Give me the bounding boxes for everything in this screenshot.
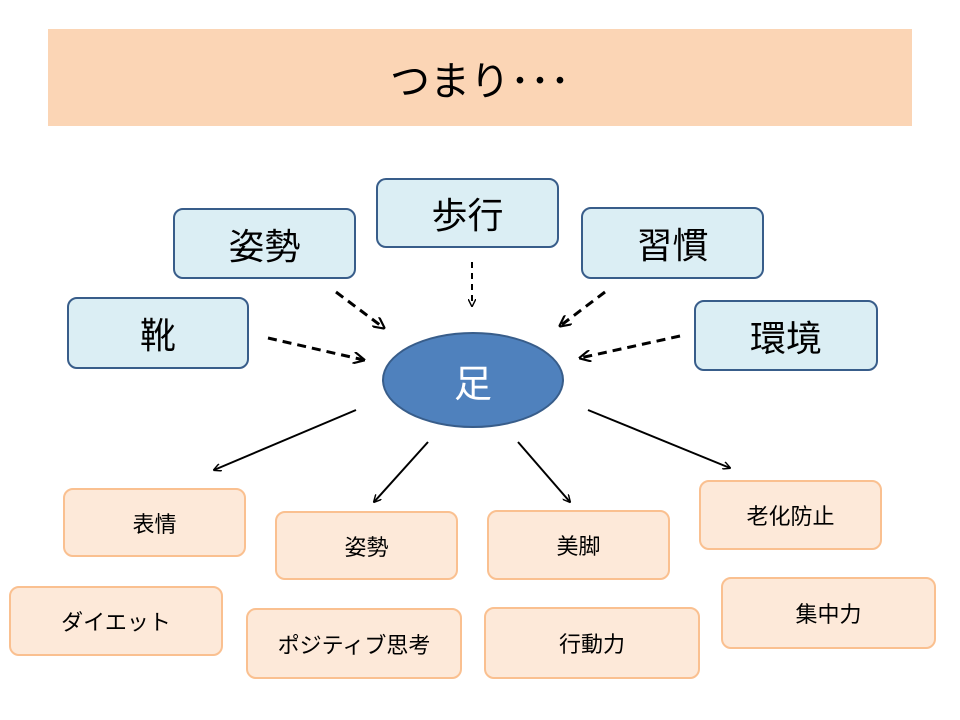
effect-diet: ダイエット: [9, 586, 223, 656]
title-banner: つまり･･･: [48, 29, 912, 126]
effect-anti-aging: 老化防止: [699, 480, 882, 550]
arrow-shoes-to-foot: [267, 336, 364, 360]
cause-posture-label: 姿勢: [228, 226, 301, 268]
arrow-environment-to-foot: [580, 334, 681, 358]
effect-anti-aging-label: 老化防止: [746, 505, 835, 530]
center-foot-label: 足: [453, 361, 492, 406]
center-foot-node: 足: [382, 332, 564, 428]
effect-action-power-label: 行動力: [558, 633, 625, 658]
arrow-foot-to-legs: [517, 441, 570, 502]
arrow-foot-to-aging: [587, 409, 730, 468]
effect-posture: 姿勢: [275, 511, 458, 580]
cause-habit: 習慣: [581, 207, 764, 279]
cause-walking: 歩行: [376, 178, 559, 248]
effect-diet-label: ダイエット: [61, 611, 171, 636]
effect-positive-thinking: ポジティブ思考: [246, 608, 462, 679]
cause-shoes-label: 靴: [139, 316, 176, 357]
effect-concentration-label: 集中力: [795, 603, 862, 628]
effect-posture-label: 姿勢: [344, 535, 389, 561]
cause-walking-label: 歩行: [431, 196, 504, 237]
cause-environment-label: 環境: [749, 318, 822, 360]
title-text: つまり･･･: [390, 58, 570, 105]
effect-concentration: 集中力: [721, 577, 936, 649]
arrow-posture-to-foot: [335, 290, 384, 328]
cause-posture: 姿勢: [173, 208, 356, 279]
effect-beautiful-legs: 美脚: [487, 510, 670, 580]
effect-action-power: 行動力: [484, 607, 700, 679]
cause-shoes: 靴: [67, 297, 249, 369]
arrow-foot-to-posture: [374, 441, 429, 502]
effect-beautiful-legs-label: 美脚: [556, 535, 601, 560]
cause-habit-label: 習慣: [636, 226, 709, 267]
effect-expression: 表情: [63, 488, 246, 557]
cause-environment: 環境: [694, 300, 878, 371]
effect-expression-label: 表情: [132, 512, 177, 538]
arrow-foot-to-expression: [214, 409, 357, 470]
effect-positive-thinking-label: ポジティブ思考: [277, 633, 431, 659]
arrow-habit-to-foot: [560, 290, 606, 326]
